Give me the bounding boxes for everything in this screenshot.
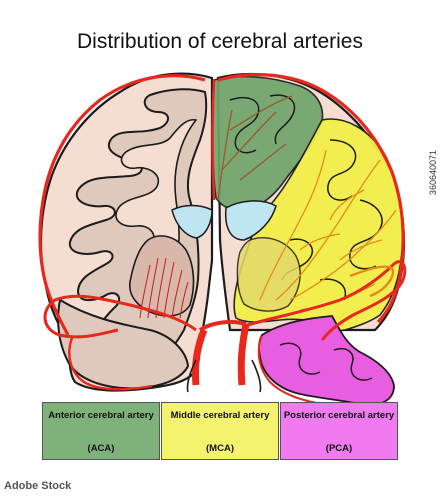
legend-pca-abbr: (PCA) [325,443,353,454]
legend-pca-name: Posterior cerebral artery [283,410,395,421]
legend-pca: Posterior cerebral artery (PCA) [280,402,398,460]
left-ventricle [171,204,213,239]
left-hemisphere [38,72,214,392]
legend-aca: Anterior cerebral artery (ACA) [42,402,160,460]
right-internal-carotid [237,323,250,386]
diagram-title: Distribution of cerebral arteries [77,30,363,53]
central-arteries [186,79,262,393]
legend-aca-abbr: (ACA) [87,443,115,454]
stock-logo-watermark: Adobe Stock [4,480,72,492]
left-mca-trunk [43,294,197,339]
left-cerebellum-edge [186,359,197,393]
aca-cortical-branches [217,95,293,201]
left-temporal-lobe [57,298,190,390]
right-surface-artery [217,73,405,324]
left-internal-carotid [192,328,208,386]
midline-aca-artery [211,79,216,201]
right-ventricle [224,200,277,241]
left-surface-artery [38,74,206,336]
stock-id-watermark: 360640071 [428,150,438,196]
right-mca-loop [243,260,407,341]
right-mca-inner [349,265,395,298]
legend-mca-abbr: (MCA) [206,443,234,454]
left-temporal-artery [68,337,153,391]
circle-connection [198,320,247,332]
right-hemisphere [211,73,407,407]
right-cerebellum-edge [251,359,262,393]
legend-aca-name: Anterior cerebral artery [48,410,154,421]
legend-mca: Middle cerebral artery (MCA) [161,402,279,460]
pca-territory [258,315,395,406]
legend-mca-name: Middle cerebral artery [170,410,270,421]
